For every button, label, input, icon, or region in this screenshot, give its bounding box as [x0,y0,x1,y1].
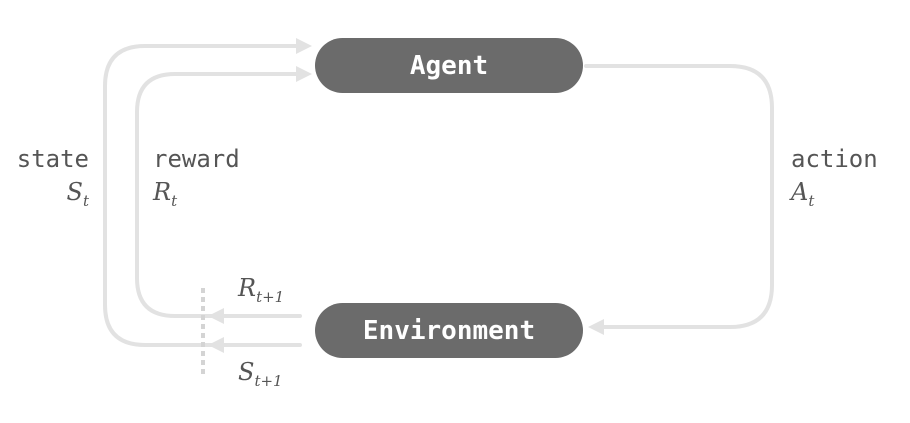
reward-next-arrowhead [208,308,224,324]
state-symbol-subscript: t [83,192,90,210]
action-symbol: At [789,178,815,210]
next-reward-symbol-letter: R [237,274,256,302]
action-label: action [791,145,878,173]
agent-node: Agent [315,38,583,93]
state-symbol: St [67,178,90,210]
reward-symbol: Rt [152,178,178,210]
next-reward-symbol-subscript: t+1 [256,288,284,306]
next-state-symbol-letter: S [238,358,254,386]
state-next-arrowhead [208,337,224,353]
reward-label: reward [153,145,240,173]
state-flow-line [103,44,302,347]
action-flow-line [584,64,774,329]
reward-flow-line [135,72,302,318]
action-symbol-subscript: t [808,192,815,210]
action-arrowhead [588,319,604,335]
environment-node: Environment [315,303,583,358]
state-label: state [17,145,89,173]
agent-label: Agent [410,51,488,81]
action-symbol-letter: A [789,178,808,206]
reward-symbol-letter: R [152,178,171,206]
next-reward-symbol: Rt+1 [237,274,284,306]
reward-symbol-subscript: t [171,192,178,210]
state-symbol-letter: S [67,178,83,206]
environment-box [315,303,583,358]
next-state-symbol: St+1 [238,358,283,390]
state-arrowhead [296,38,312,54]
next-state-symbol-subscript: t+1 [254,372,282,390]
environment-label: Environment [363,316,535,346]
agent-box [315,38,583,93]
reward-arrowhead [296,66,312,82]
